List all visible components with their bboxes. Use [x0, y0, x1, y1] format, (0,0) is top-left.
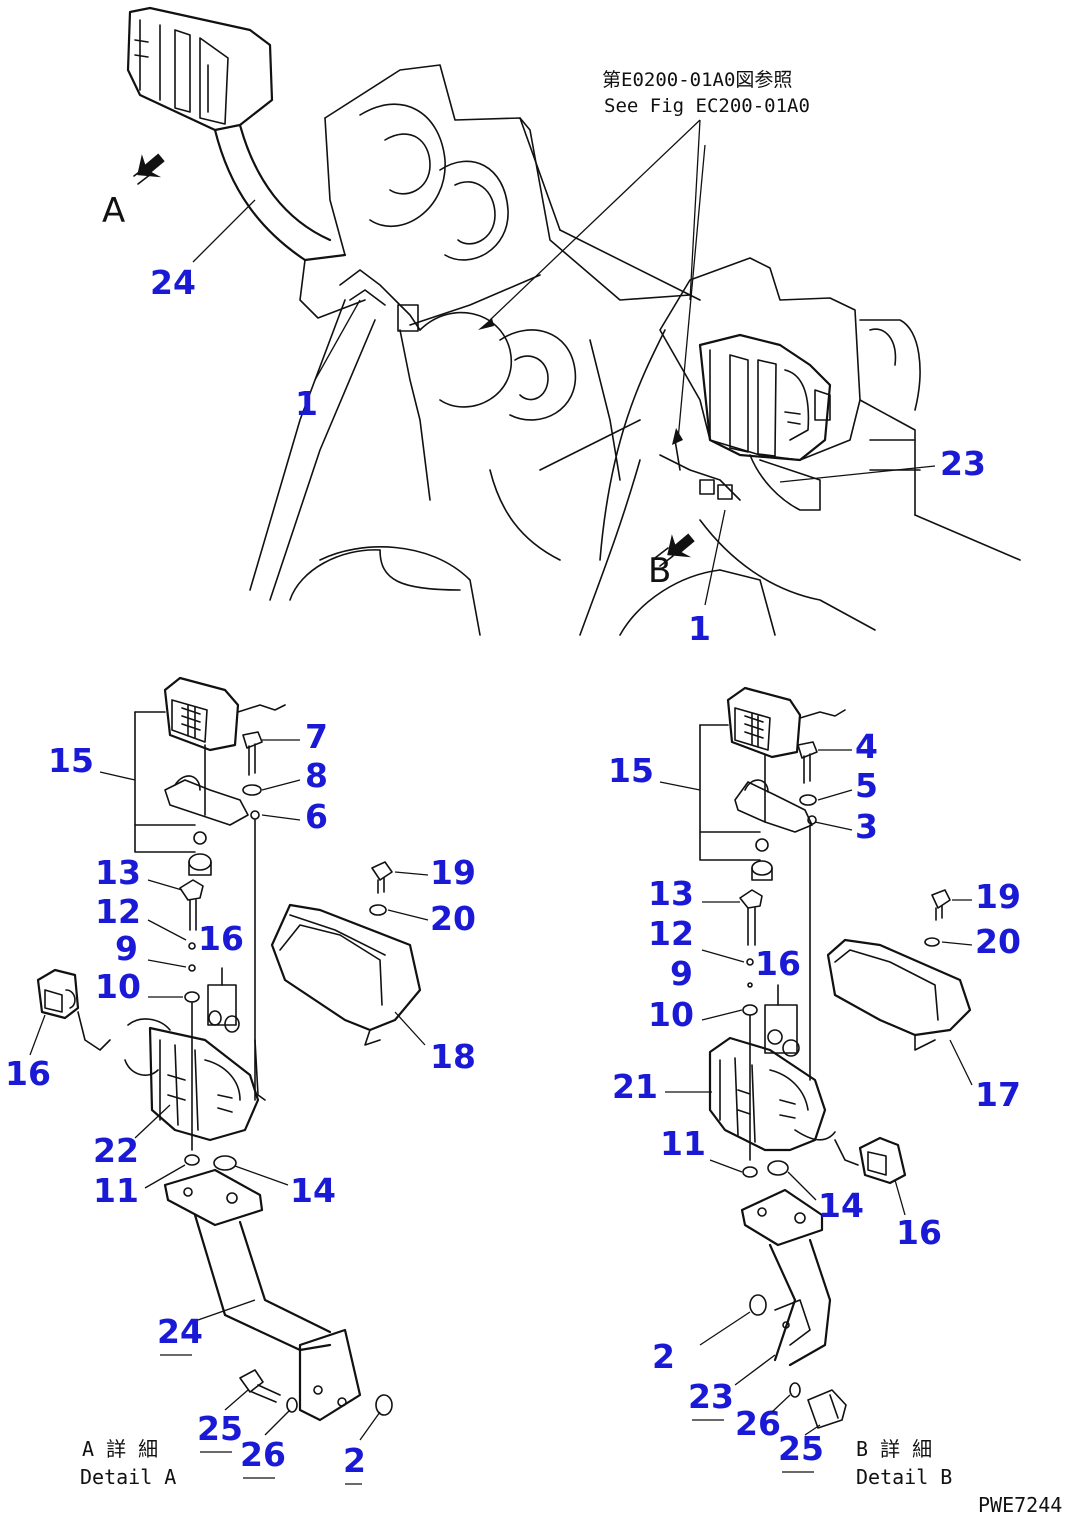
work-lamp-left — [126, 6, 274, 132]
callout-10: 10 — [95, 967, 141, 1006]
callout-11: 11 — [660, 1124, 706, 1163]
callout-4: 4 — [855, 727, 878, 766]
callout-12: 12 — [648, 914, 694, 953]
callout-18: 18 — [430, 1037, 476, 1076]
view-arrow-a — [133, 153, 165, 185]
view-letter-b: B — [648, 551, 671, 591]
callout-9: 9 — [115, 929, 138, 968]
overview-callouts: 24 1 23 1 — [150, 199, 986, 648]
view-arrow-b — [654, 533, 695, 567]
detail-b-drawing — [699, 686, 972, 1429]
callout-26: 26 — [240, 1435, 286, 1474]
callout-7: 7 — [305, 717, 328, 756]
drawing-id: PWE7244 — [978, 1493, 1062, 1517]
callout-23: 23 — [940, 444, 986, 483]
detail-a-label-en: Detail A — [80, 1465, 176, 1489]
callout-23: 23 — [688, 1377, 734, 1416]
callout-8: 8 — [305, 756, 328, 795]
callout-16: 16 — [5, 1054, 51, 1093]
callout-24: 24 — [157, 1312, 203, 1351]
view-letter-a: A — [102, 191, 125, 231]
detail-a-drawing — [36, 676, 422, 1422]
callout-14: 14 — [818, 1186, 864, 1225]
detail-b-label-en: Detail B — [856, 1465, 952, 1489]
detail-b-callouts: 15 4 5 3 13 12 16 9 10 19 20 21 17 11 14… — [608, 727, 1021, 1473]
callout-19: 19 — [430, 853, 476, 892]
callout-15: 15 — [48, 741, 94, 780]
callout-15: 15 — [608, 751, 654, 790]
callout-5: 5 — [855, 766, 878, 805]
callout-12: 12 — [95, 892, 141, 931]
callout-16: 16 — [198, 919, 244, 958]
callout-3: 3 — [855, 807, 878, 846]
callout-16: 16 — [755, 944, 801, 983]
detail-a-label-jp: A 詳 細 — [82, 1437, 158, 1461]
reference-note-jp: 第E0200-01A0図参照 — [602, 69, 792, 91]
callout-20: 20 — [975, 922, 1021, 961]
callout-19: 19 — [975, 877, 1021, 916]
callout-24: 24 — [150, 263, 196, 302]
callout-1: 1 — [295, 384, 318, 423]
callout-13: 13 — [648, 874, 694, 913]
callout-10: 10 — [648, 995, 694, 1034]
overview-drawing — [126, 6, 1021, 636]
callout-2: 2 — [343, 1441, 366, 1480]
callout-17: 17 — [975, 1075, 1021, 1114]
callout-1: 1 — [688, 609, 711, 648]
callout-25: 25 — [778, 1429, 824, 1468]
boom-frame — [249, 64, 701, 636]
callout-16: 16 — [896, 1213, 942, 1252]
callout-22: 22 — [93, 1131, 139, 1170]
work-lamp-right — [659, 257, 861, 462]
reference-note-en: See Fig EC200-01A0 — [604, 95, 810, 117]
callout-2: 2 — [652, 1337, 675, 1376]
callout-13: 13 — [95, 853, 141, 892]
callout-21: 21 — [612, 1067, 658, 1106]
callout-11: 11 — [93, 1171, 139, 1210]
callout-6: 6 — [305, 797, 328, 836]
detail-a-callouts: 15 7 8 6 13 12 9 16 10 16 19 20 18 22 11… — [5, 717, 476, 1485]
callout-20: 20 — [430, 899, 476, 938]
detail-b-label-jp: B 詳 細 — [856, 1437, 932, 1461]
callout-14: 14 — [290, 1171, 336, 1210]
callout-9: 9 — [670, 954, 693, 993]
callout-25: 25 — [197, 1409, 243, 1448]
